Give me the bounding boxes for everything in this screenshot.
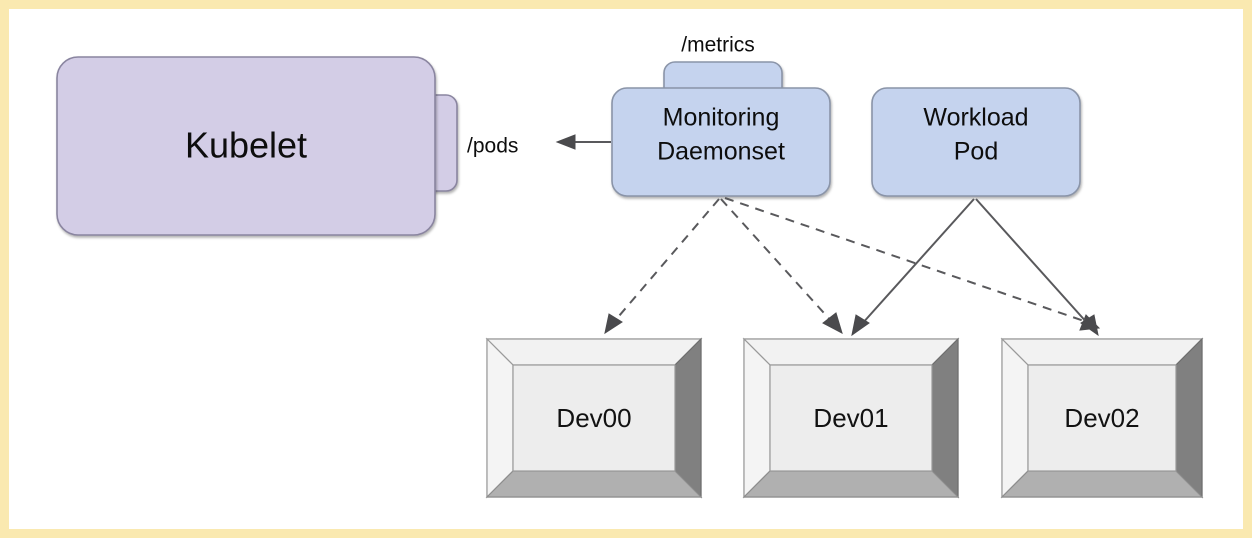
workload-pod-label-line2: Pod xyxy=(954,138,998,166)
dev02-bevel-bottom xyxy=(1000,470,1204,498)
node-kubelet[interactable]: Kubelet xyxy=(56,56,458,236)
node-dev02[interactable]: Dev02 xyxy=(1000,337,1204,499)
dev02-face xyxy=(1027,364,1177,472)
daemonset-body[interactable] xyxy=(611,87,831,197)
dev02-bevel-right xyxy=(1175,337,1203,499)
dev02-bevel-left xyxy=(1001,337,1029,499)
edge-daemonset-to-pods-arrowhead xyxy=(555,134,576,150)
edge-workload-to-dev02-line xyxy=(975,198,1090,326)
dev01-face xyxy=(769,364,933,472)
dev01-bevel-left xyxy=(743,337,771,499)
edge-daemonset-to-dev01-line xyxy=(720,198,834,324)
dev01-label: Dev01 xyxy=(813,403,888,433)
edge-workload-to-dev01 xyxy=(851,198,975,337)
dev02-label: Dev02 xyxy=(1064,403,1139,433)
dev01-bevel-right xyxy=(931,337,959,499)
node-dev00[interactable]: Dev00 xyxy=(485,337,703,499)
node-workload-pod[interactable]: Workload Pod xyxy=(871,87,1081,197)
dev00-label: Dev00 xyxy=(556,403,631,433)
edge-daemonset-to-dev02 xyxy=(724,197,1101,331)
edge-daemonset-to-dev00-line xyxy=(612,198,720,324)
edge-daemonset-to-dev01 xyxy=(720,198,843,334)
daemonset-label-line1: Monitoring xyxy=(663,104,780,132)
dev00-bevel-bottom xyxy=(485,470,703,498)
edge-workload-to-dev01-line xyxy=(860,198,975,326)
edge-daemonset-to-pods xyxy=(555,134,611,150)
metrics-port-label: /metrics xyxy=(681,34,755,57)
dev01-bevel-bottom xyxy=(742,470,960,498)
dev01-bevel-top xyxy=(742,338,960,366)
kubelet-label: Kubelet xyxy=(185,125,307,166)
pods-port-label: /pods xyxy=(467,135,518,158)
kubelet-body[interactable] xyxy=(56,56,436,236)
workload-pod-label-line1: Workload xyxy=(923,104,1028,132)
edge-daemonset-to-dev00 xyxy=(604,198,720,335)
edge-daemonset-to-dev02-line xyxy=(724,197,1088,323)
dev00-bevel-right xyxy=(674,337,702,499)
workload-pod-body[interactable] xyxy=(871,87,1081,197)
edge-workload-to-dev02-arrowhead xyxy=(1080,314,1099,337)
edge-workload-to-dev01-arrowhead xyxy=(851,314,870,337)
node-monitoring-daemonset[interactable]: Monitoring Daemonset xyxy=(611,61,831,197)
dev00-bevel-top xyxy=(485,338,703,366)
diagram-svg: Kubelet /pods Monitoring Daemonset /metr… xyxy=(56,34,1204,499)
edge-daemonset-to-dev00-arrowhead xyxy=(604,313,623,335)
dev00-bevel-left xyxy=(486,337,514,499)
node-dev01[interactable]: Dev01 xyxy=(742,337,960,499)
daemonset-label-line2: Daemonset xyxy=(657,138,785,166)
edge-workload-to-dev02 xyxy=(975,198,1099,337)
dev02-bevel-top xyxy=(1000,338,1204,366)
edge-daemonset-to-dev01-arrowhead xyxy=(822,312,843,334)
dev00-face xyxy=(512,364,676,472)
